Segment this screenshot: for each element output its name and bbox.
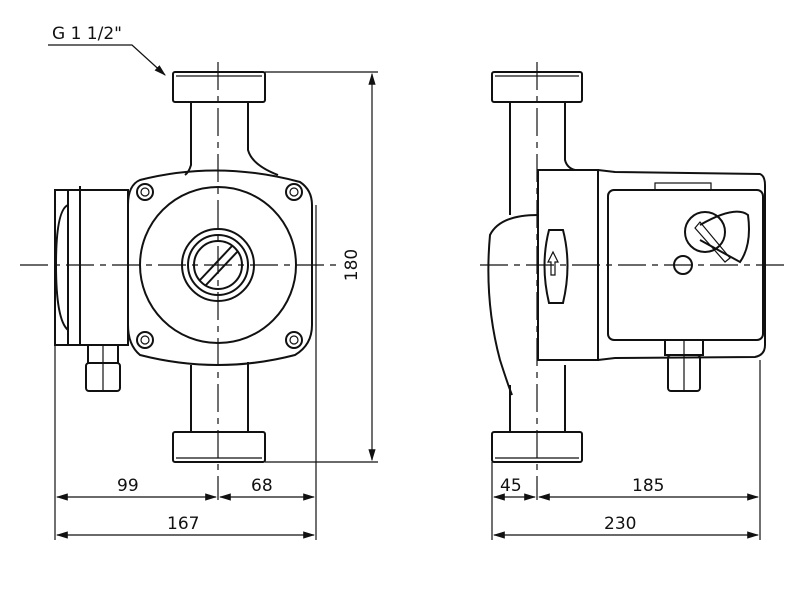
dim-left-b: 68 (251, 476, 273, 496)
front-view (20, 62, 340, 500)
side-view (480, 62, 790, 500)
dim-right-b: 185 (632, 476, 665, 496)
dim-right-total: 230 (604, 514, 637, 534)
dim-right-a: 45 (500, 476, 522, 496)
dim-left-a: 99 (117, 476, 139, 496)
dimension-lines (48, 44, 761, 540)
dim-left-total: 167 (167, 514, 200, 534)
thread-label: G 1 1/2" (52, 24, 122, 44)
dim-height: 180 (342, 248, 363, 282)
